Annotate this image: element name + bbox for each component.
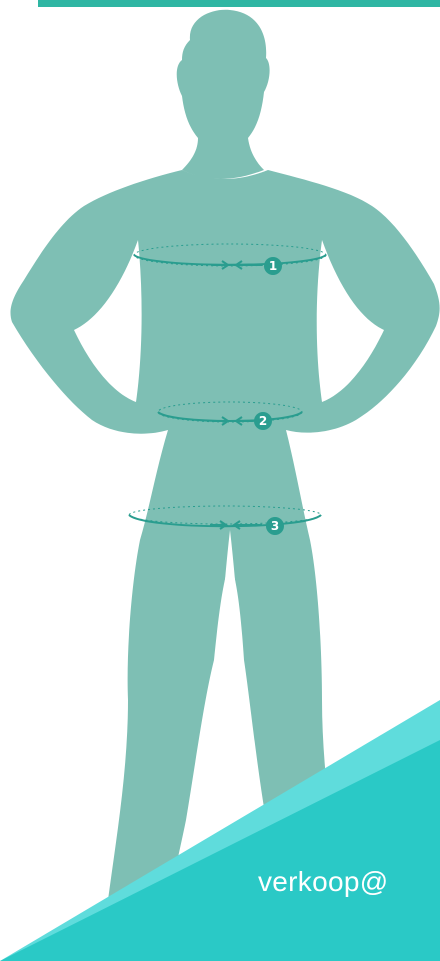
marker-2: 2 bbox=[254, 412, 272, 430]
contact-email[interactable]: verkoop@ bbox=[258, 866, 388, 898]
marker-3-label: 3 bbox=[271, 519, 279, 533]
head-shape bbox=[177, 10, 270, 179]
marker-1-label: 1 bbox=[269, 259, 277, 273]
marker-1: 1 bbox=[264, 257, 282, 275]
marker-2-label: 2 bbox=[259, 414, 267, 428]
marker-3: 3 bbox=[266, 517, 284, 535]
